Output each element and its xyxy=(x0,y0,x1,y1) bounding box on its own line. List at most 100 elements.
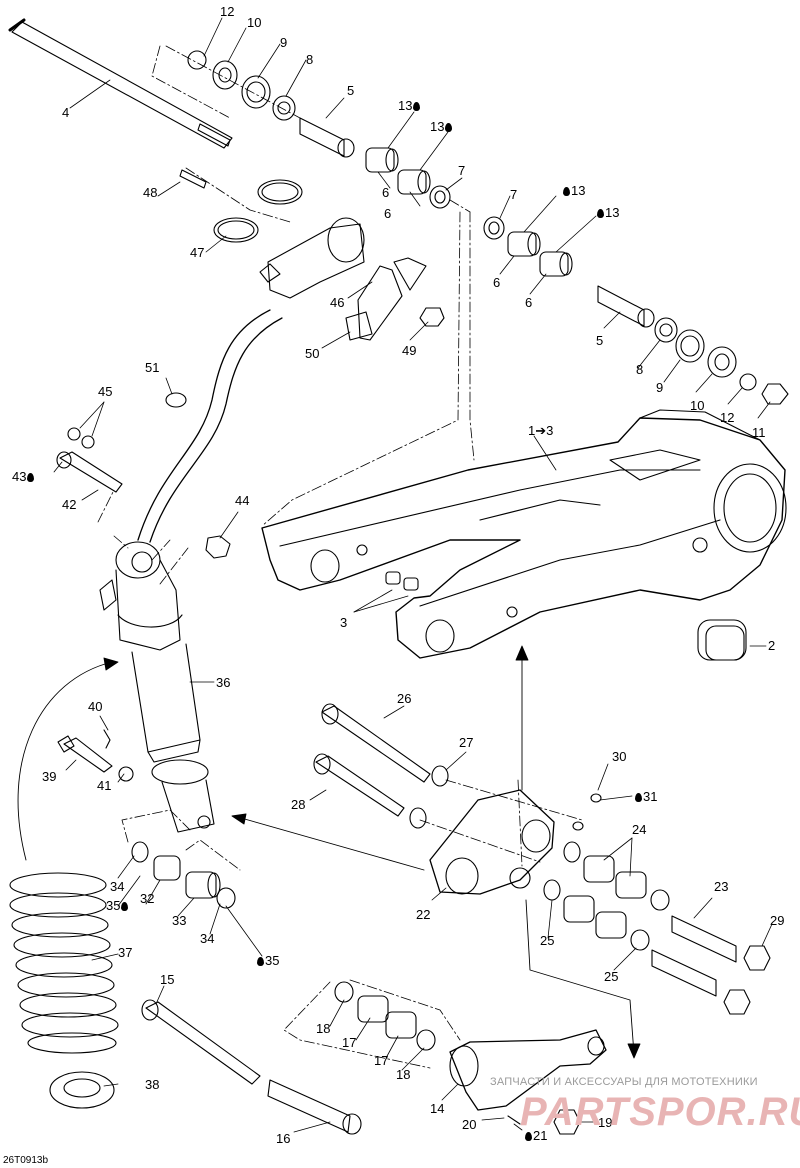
callout-label: 38 xyxy=(145,1077,160,1092)
callout-label: 41 xyxy=(97,778,112,793)
callout-label: 15 xyxy=(160,972,175,987)
reservoir-hose xyxy=(137,309,283,543)
callout-label-lubricated: 21 xyxy=(524,1129,547,1143)
shock-absorber xyxy=(99,541,215,833)
bearing-stack-left xyxy=(187,50,451,209)
callout-number: 13 xyxy=(571,183,586,198)
callout-number: 13 xyxy=(605,205,620,220)
callout-label-lubricated: 43 xyxy=(12,470,35,484)
callout-label: 9 xyxy=(280,35,288,50)
callout-label: 16 xyxy=(276,1131,291,1146)
callout-label: 1➔3 xyxy=(528,423,554,438)
callout-label-lubricated: 31 xyxy=(634,790,657,804)
oil-drop-icon xyxy=(597,209,604,218)
oil-drop-icon xyxy=(635,793,642,802)
callout-number: 35 xyxy=(106,898,121,913)
bearing-stack-right xyxy=(483,216,789,405)
callout-label: 27 xyxy=(459,735,474,750)
assembly-lines xyxy=(97,45,583,1069)
callout-label: 46 xyxy=(330,295,345,310)
callout-label: 51 xyxy=(145,360,160,375)
callout-label: 9 xyxy=(656,380,664,395)
callout-label: 26 xyxy=(397,691,412,706)
callout-label: 25 xyxy=(604,969,619,984)
oil-drop-icon xyxy=(563,187,570,196)
callout-label: 32 xyxy=(140,891,155,906)
oil-drop-icon xyxy=(445,123,453,132)
oil-drop-icon xyxy=(525,1132,532,1141)
callout-label: 34 xyxy=(200,931,215,946)
callout-label: 11 xyxy=(752,425,766,440)
callout-label: 24 xyxy=(632,822,647,837)
callout-label: 50 xyxy=(305,346,320,361)
callout-number: 21 xyxy=(533,1128,548,1143)
callout-label: 17 xyxy=(374,1053,389,1068)
callout-label: 22 xyxy=(416,907,431,922)
callout-label: 6 xyxy=(493,275,501,290)
callout-label-lubricated: 13 xyxy=(562,184,585,198)
callout-label: 23 xyxy=(714,879,729,894)
callout-label-lubricated: 13 xyxy=(398,99,421,113)
callout-label-lubricated: 35 xyxy=(256,954,279,968)
callout-label: 5 xyxy=(596,333,604,348)
callout-label: 33 xyxy=(172,913,187,928)
callout-label: 7 xyxy=(510,187,518,202)
callout-label: 40 xyxy=(88,699,103,714)
rocker-arm xyxy=(429,789,602,895)
small-hardware xyxy=(56,392,231,559)
callout-label-lubricated: 35 xyxy=(106,899,129,913)
callout-number: 35 xyxy=(265,953,280,968)
shock-bushings xyxy=(131,841,236,909)
watermark-caption: ЗАПЧАСТИ И АКСЕССУАРЫ ДЛЯ МОТОТЕХНИКИ xyxy=(490,1076,758,1088)
callout-label: 34 xyxy=(110,879,125,894)
callout-label: 3 xyxy=(340,615,348,630)
oil-drop-icon xyxy=(121,902,129,911)
callout-label: 49 xyxy=(402,343,417,358)
callout-label: 44 xyxy=(235,493,250,508)
pivot-bolt xyxy=(8,18,233,149)
callout-label: 29 xyxy=(770,913,785,928)
grease-fittings xyxy=(385,571,419,591)
oil-drop-icon xyxy=(413,102,421,111)
swing-arm xyxy=(261,409,787,659)
callout-label: 12 xyxy=(720,410,735,425)
linkage-bolts xyxy=(313,703,449,829)
callout-label: 10 xyxy=(247,15,262,30)
callout-label: 12 xyxy=(220,4,235,19)
watermark-brand: PARTSPOR.RU xyxy=(520,1090,800,1134)
leader-lines xyxy=(53,17,773,1133)
oil-drop-icon xyxy=(27,473,35,482)
callout-label: 48 xyxy=(143,185,158,200)
callout-number: 31 xyxy=(643,789,658,804)
callout-label: 39 xyxy=(42,769,57,784)
callout-label: 36 xyxy=(216,675,231,690)
callout-label: 19 xyxy=(598,1115,613,1130)
callout-label: 10 xyxy=(690,398,705,413)
callout-label: 8 xyxy=(306,52,314,67)
callout-number: 13 xyxy=(430,119,445,134)
callout-label: 17 xyxy=(342,1035,357,1050)
shock-lower-bolt xyxy=(57,729,134,782)
callout-label: 42 xyxy=(62,497,77,512)
lower-link xyxy=(141,981,607,1135)
rocker-bearings xyxy=(543,841,771,1015)
callout-label: 47 xyxy=(190,245,205,260)
callout-number: 43 xyxy=(12,469,27,484)
callout-number: 13 xyxy=(398,98,413,113)
callout-label: 18 xyxy=(316,1021,331,1036)
reservoir-clamps xyxy=(179,169,445,341)
callout-label: 45 xyxy=(98,384,113,399)
diagram-reference-code: 26T0913b xyxy=(3,1155,49,1166)
callout-label: 4 xyxy=(62,105,70,120)
oil-drop-icon xyxy=(257,957,264,966)
callout-label: 6 xyxy=(382,185,390,200)
callout-label: 2 xyxy=(768,638,776,653)
callout-label: 8 xyxy=(636,362,644,377)
callout-label: 30 xyxy=(612,749,627,764)
callout-label: 25 xyxy=(540,933,555,948)
callout-label: 7 xyxy=(458,163,466,178)
callout-label: 28 xyxy=(291,797,306,812)
callout-label: 14 xyxy=(430,1101,445,1116)
